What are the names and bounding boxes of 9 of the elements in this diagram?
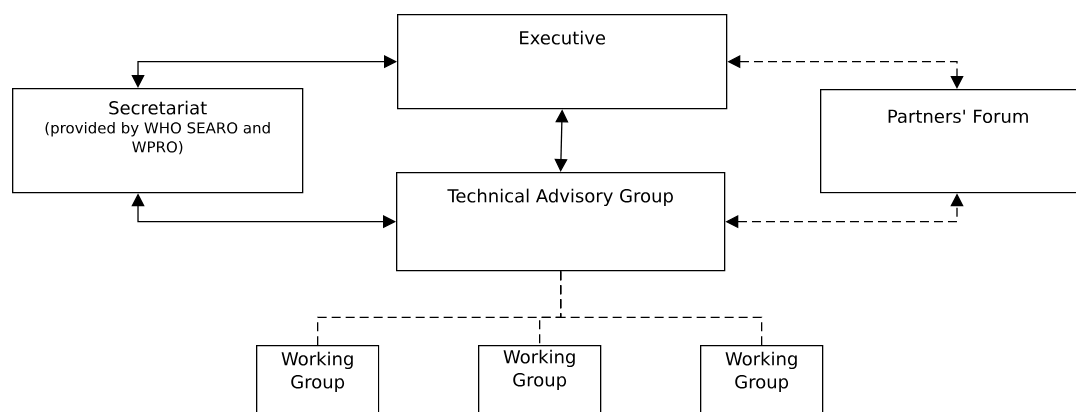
box: Technical Advisory Group (396, 172, 726, 272)
box: Working Group (478, 345, 602, 412)
box: Working Group (256, 345, 380, 412)
box: Partners' Forum (820, 89, 1076, 194)
box: Secretariat (provided by WHO SEARO and WPRO) (12, 88, 304, 194)
arrow (131, 54, 397, 88)
box: Executive (397, 14, 728, 110)
connector-line (560, 270, 763, 346)
box: Working Group (700, 345, 824, 412)
